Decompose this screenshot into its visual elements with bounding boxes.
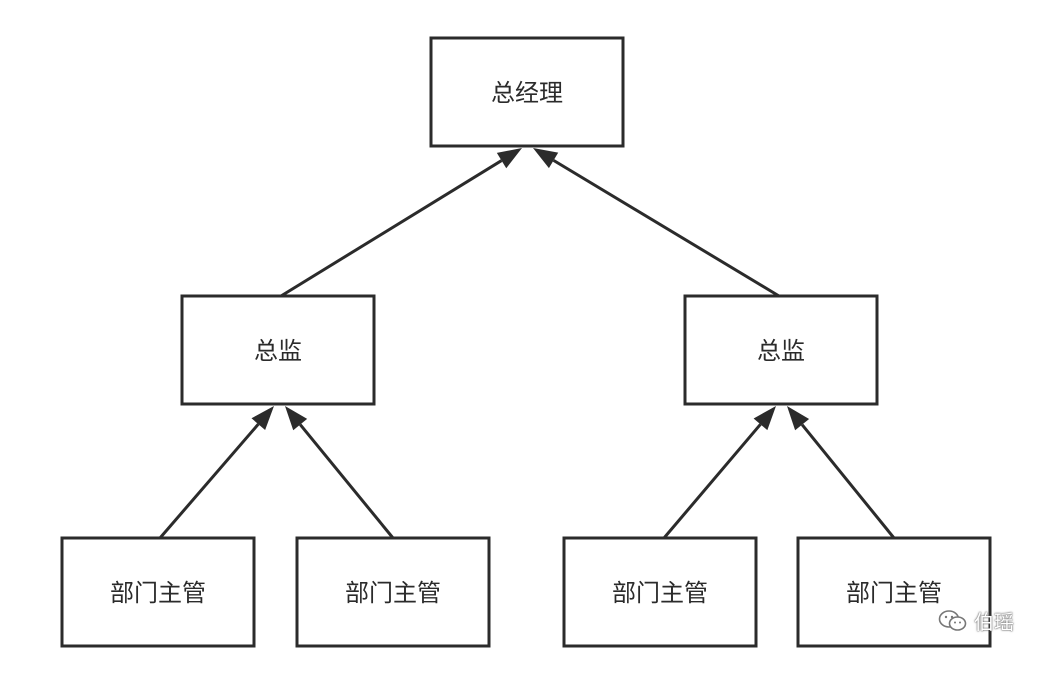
edges-group: [158, 148, 896, 539]
node-manager-1-label: 部门主管: [110, 579, 206, 607]
node-ceo-box: [429, 36, 625, 148]
arrowhead-manager_3-to-director_right: [753, 406, 776, 431]
node-director-right-box: [683, 294, 879, 406]
edge-manager_1-to-director_left: [158, 423, 260, 539]
node-manager-2-label: 部门主管: [345, 579, 441, 607]
arrowhead-manager_4-to-director_right: [787, 406, 810, 431]
node-manager-3-box: [562, 536, 758, 648]
node-manager-1-box: [60, 536, 256, 648]
node-director-left-label: 总监: [254, 337, 302, 365]
edge-manager_3-to-director_right: [662, 423, 762, 539]
edge-manager_4-to-director_right: [800, 423, 896, 539]
node-manager-3: 部门主管: [562, 536, 758, 648]
node-director-right: 总监: [683, 294, 879, 406]
edge-manager_2-to-director_left: [299, 423, 395, 539]
arrowhead-manager_1-to-director_left: [251, 406, 274, 431]
node-manager-4-label: 部门主管: [846, 579, 942, 607]
node-manager-1: 部门主管: [60, 536, 256, 648]
node-director-left-box: [180, 294, 376, 406]
node-director-left: 总监: [180, 294, 376, 406]
node-manager-2-box: [295, 536, 491, 648]
edge-director_left-to-ceo: [280, 159, 503, 298]
node-ceo: 总经理: [429, 36, 625, 148]
node-manager-2: 部门主管: [295, 536, 491, 648]
edge-director_right-to-ceo: [552, 159, 780, 298]
node-ceo-label: 总经理: [491, 79, 563, 107]
arrowhead-manager_2-to-director_left: [285, 406, 308, 431]
watermark-text: 伯瑶: [974, 610, 1014, 634]
arrowhead-director_left-to-ceo: [496, 148, 522, 169]
arrowhead-director_right-to-ceo: [533, 148, 559, 169]
node-manager-3-label: 部门主管: [612, 579, 708, 607]
watermark: 伯瑶: [938, 606, 1014, 635]
wechat-icon: [938, 609, 967, 631]
node-director-right-label: 总监: [757, 337, 805, 365]
